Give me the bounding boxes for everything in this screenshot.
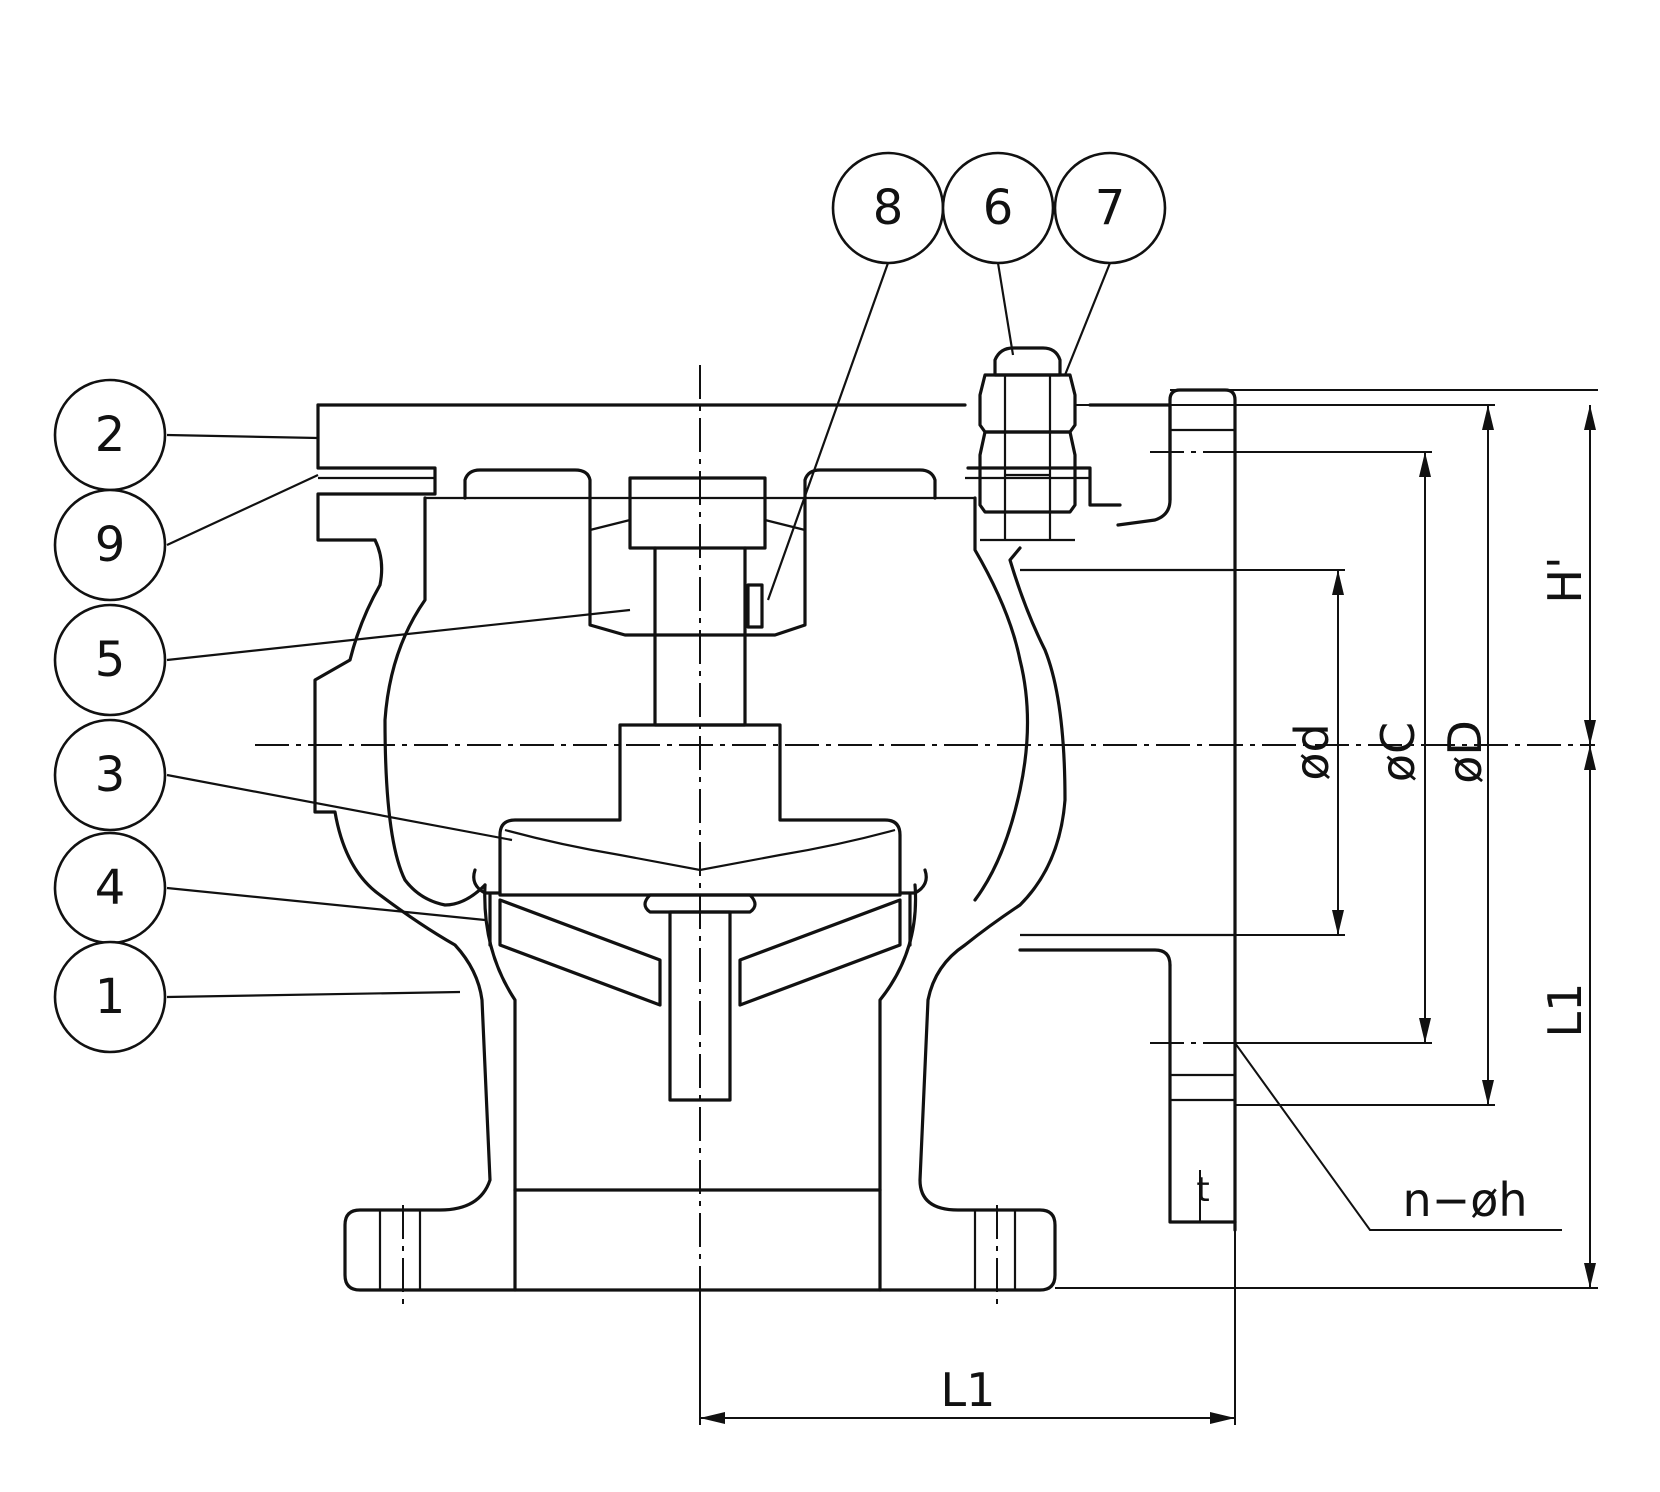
label-D: øD [1438, 720, 1492, 784]
valve-body [313, 468, 1235, 1292]
label-n-h: n−øh [1403, 1173, 1528, 1227]
balloon-leaders [166, 262, 1112, 999]
balloon-3-label: 3 [95, 747, 126, 803]
bolt-nut [978, 346, 1077, 542]
dimension-H-prime [1170, 389, 1598, 745]
balloon-5-label: 5 [95, 632, 126, 688]
dimension-L1-horizontal [699, 1230, 1236, 1425]
balloon-6: 6 [941, 151, 1055, 265]
outlet-flange [1018, 388, 1237, 1232]
dimension-L1-vertical [1055, 745, 1598, 1289]
balloon-8: 8 [831, 151, 945, 265]
balloon-1: 1 [53, 940, 167, 1054]
balloon-7-label: 7 [1095, 180, 1126, 236]
disc-assembly [472, 723, 928, 1102]
label-L1-vertical: L1 [1538, 983, 1592, 1038]
balloon-9: 9 [53, 488, 167, 602]
balloon-1-label: 1 [95, 969, 126, 1025]
stem-guide [588, 476, 807, 727]
balloon-4-label: 4 [95, 860, 126, 916]
balloon-6-label: 6 [983, 180, 1014, 236]
balloon-7: 7 [1053, 151, 1167, 265]
balloon-2-label: 2 [95, 407, 126, 463]
balloon-9-label: 9 [95, 517, 126, 573]
balloon-5: 5 [53, 603, 167, 717]
base-flange-holes [378, 1210, 1017, 1290]
balloon-4: 4 [53, 831, 167, 945]
dimension-D [1075, 404, 1495, 1106]
label-d: ød [1285, 723, 1339, 780]
cover [316, 403, 1172, 542]
label-L1-horizontal: L1 [941, 1363, 996, 1417]
balloon-8-label: 8 [873, 180, 904, 236]
dimension-d [1020, 569, 1345, 936]
label-C: øC [1371, 722, 1425, 782]
label-H-prime: H' [1538, 556, 1592, 603]
dimension-C [1235, 451, 1432, 1044]
dimension-t [1170, 1170, 1235, 1223]
leader-n-h [1234, 1042, 1562, 1231]
label-t: t [1196, 1170, 1209, 1210]
balloon-3: 3 [53, 718, 167, 832]
balloon-2: 2 [53, 378, 167, 492]
